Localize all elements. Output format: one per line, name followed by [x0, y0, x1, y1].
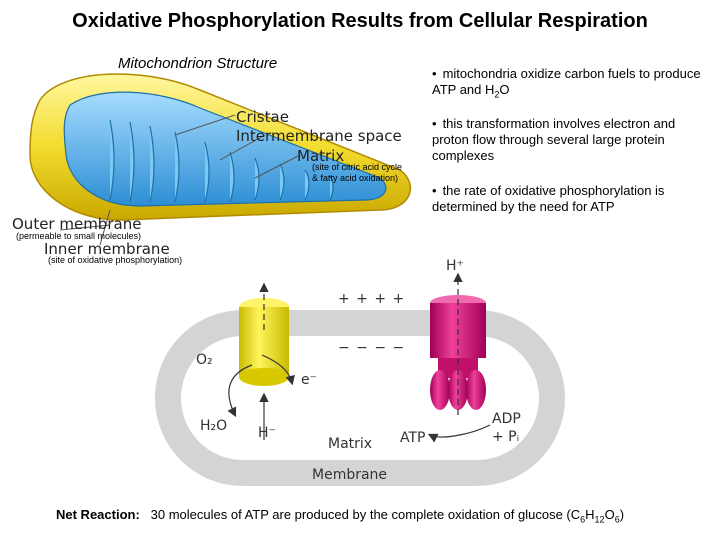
bullet-1: •mitochondria oxidize carbon fuels to pr… — [432, 66, 712, 100]
o2-label: O₂ — [196, 352, 213, 368]
bullet-marker: • — [432, 66, 437, 81]
sub-6a: 6 — [580, 514, 586, 525]
mitochondrion-heading: Mitochondrion Structure — [118, 55, 278, 72]
bullet-marker: • — [432, 183, 437, 198]
bullet-3-text: the rate of oxidative phosphorylation is… — [432, 183, 665, 214]
net-reaction: Net Reaction: 30 molecules of ATP are pr… — [56, 507, 625, 525]
matrix-label: Matrix — [297, 147, 345, 165]
o-letter: O — [604, 507, 615, 522]
h-letter: H — [585, 507, 595, 522]
mitochondrion-illustration — [29, 73, 411, 246]
matrix-diagram-label: Matrix — [328, 436, 373, 452]
close-paren: ) — [619, 507, 625, 522]
electron-transport-diagram — [155, 272, 565, 486]
net-reaction-label: Net Reaction: — [56, 507, 140, 522]
bullet-2: •this transformation involves electron a… — [432, 116, 712, 164]
net-reaction-text: 30 molecules of ATP are produced by the … — [150, 507, 581, 522]
matrix-note-line1: (site of citric acid cycle — [312, 162, 403, 172]
adp-label: ADP — [492, 411, 521, 427]
bullet-1-text: mitochondria oxidize carbon fuels to pro… — [432, 66, 701, 97]
bullet-1-end: O — [499, 82, 510, 97]
membrane-ring — [155, 310, 565, 486]
sub-6b: 6 — [614, 514, 620, 525]
outer-membrane-note: (permeable to small molecules) — [16, 231, 142, 241]
e-minus-label: e⁻ — [301, 372, 318, 388]
sub-12: 12 — [594, 514, 605, 525]
outer-membrane-label: Outer membrane — [12, 215, 142, 233]
h-plus-label: H⁺ — [446, 258, 464, 274]
atp-label: ATP — [400, 430, 426, 446]
matrix-note-line2: & fatty acid oxidation) — [312, 173, 399, 183]
plus-signs: + + + + — [338, 291, 406, 307]
page-title: Oxidative Phosphorylation Results from C… — [72, 10, 648, 32]
bullet-marker: • — [432, 116, 437, 131]
bullet-1-sub: 2 — [494, 89, 500, 100]
inner-membrane-note: (site of oxidative phosphorylation) — [48, 255, 183, 265]
minus-signs: − − − − — [338, 340, 406, 356]
intermembrane-space-label: Intermembrane space — [236, 127, 402, 145]
h-minus-label: H⁻ — [258, 425, 276, 441]
cristae-folds — [109, 119, 334, 203]
bullet-3: •the rate of oxidative phosphorylation i… — [432, 183, 712, 215]
pi-label: + Pᵢ — [492, 429, 520, 445]
inner-membrane-label: Inner membrane — [44, 240, 170, 258]
bullet-2-text: this transformation involves electron an… — [432, 116, 676, 163]
membrane-label: Membrane — [312, 467, 388, 483]
h2o-label: H₂O — [200, 418, 228, 434]
cristae-label: Cristae — [236, 108, 289, 126]
